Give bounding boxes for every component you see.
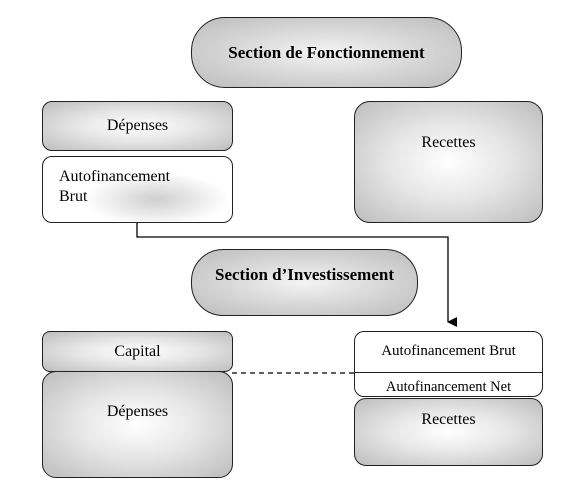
investissement-capital-label: Capital xyxy=(114,342,161,360)
investissement-autofinancement-box: Autofinancement Brut Autofinancement Net xyxy=(354,331,543,397)
fonctionnement-autofinancement-brut-box: Autofinancement Brut xyxy=(42,156,233,223)
section-fonctionnement-label: Section de Fonctionnement xyxy=(228,42,425,62)
fonctionnement-recettes-box: Recettes xyxy=(354,101,543,223)
autofinancement-divider xyxy=(355,372,542,373)
investissement-autofinancement-net-label: Autofinancement Net xyxy=(385,379,512,395)
autofinancement-flow-arrow xyxy=(136,223,457,327)
investissement-recettes-label: Recettes xyxy=(421,411,476,428)
section-fonctionnement-title: Section de Fonctionnement xyxy=(191,17,462,88)
investissement-depenses-label: Dépenses xyxy=(106,403,169,420)
fonctionnement-depenses-label: Dépenses xyxy=(106,117,169,134)
investissement-capital-box: Capital xyxy=(42,331,233,372)
investissement-recettes-box: Recettes xyxy=(354,398,543,466)
section-investissement-label: Section d’Investissement xyxy=(215,265,394,284)
fonctionnement-autofinancement-brut-label: Autofinancement Brut xyxy=(59,168,171,205)
section-investissement-title: Section d’Investissement xyxy=(191,249,418,316)
investissement-autofinancement-brut-label: Autofinancement Brut xyxy=(381,343,516,359)
investissement-depenses-box: Dépenses xyxy=(42,371,233,478)
fonctionnement-recettes-label: Recettes xyxy=(421,134,476,151)
fonctionnement-depenses-box: Dépenses xyxy=(42,101,233,151)
